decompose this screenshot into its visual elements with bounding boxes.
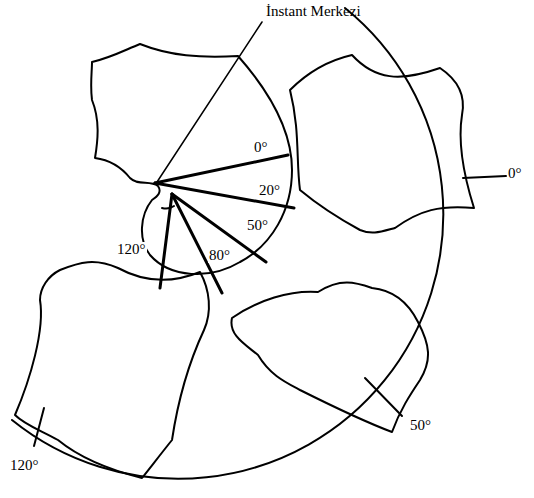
femur-outline [91, 44, 292, 274]
angle-label: 50° [246, 218, 269, 233]
angle-rays [155, 155, 294, 293]
angle-arc [162, 206, 174, 209]
angle-label: 20° [258, 183, 281, 198]
position-ticks [34, 176, 506, 446]
tibia-120 [15, 262, 209, 478]
angle-label: 120° [116, 242, 147, 257]
tibia-0 [290, 55, 474, 233]
position-label: 50° [410, 418, 431, 433]
position-label: 120° [10, 458, 39, 473]
tibia-50 [231, 283, 428, 433]
motion-arc [12, 8, 443, 479]
angle-label: 80° [208, 248, 231, 263]
angle-label: 0° [254, 140, 268, 155]
callout-label: İnstant Merkezi [266, 4, 361, 19]
leader-line [157, 22, 262, 182]
position-label: 0° [508, 166, 522, 181]
